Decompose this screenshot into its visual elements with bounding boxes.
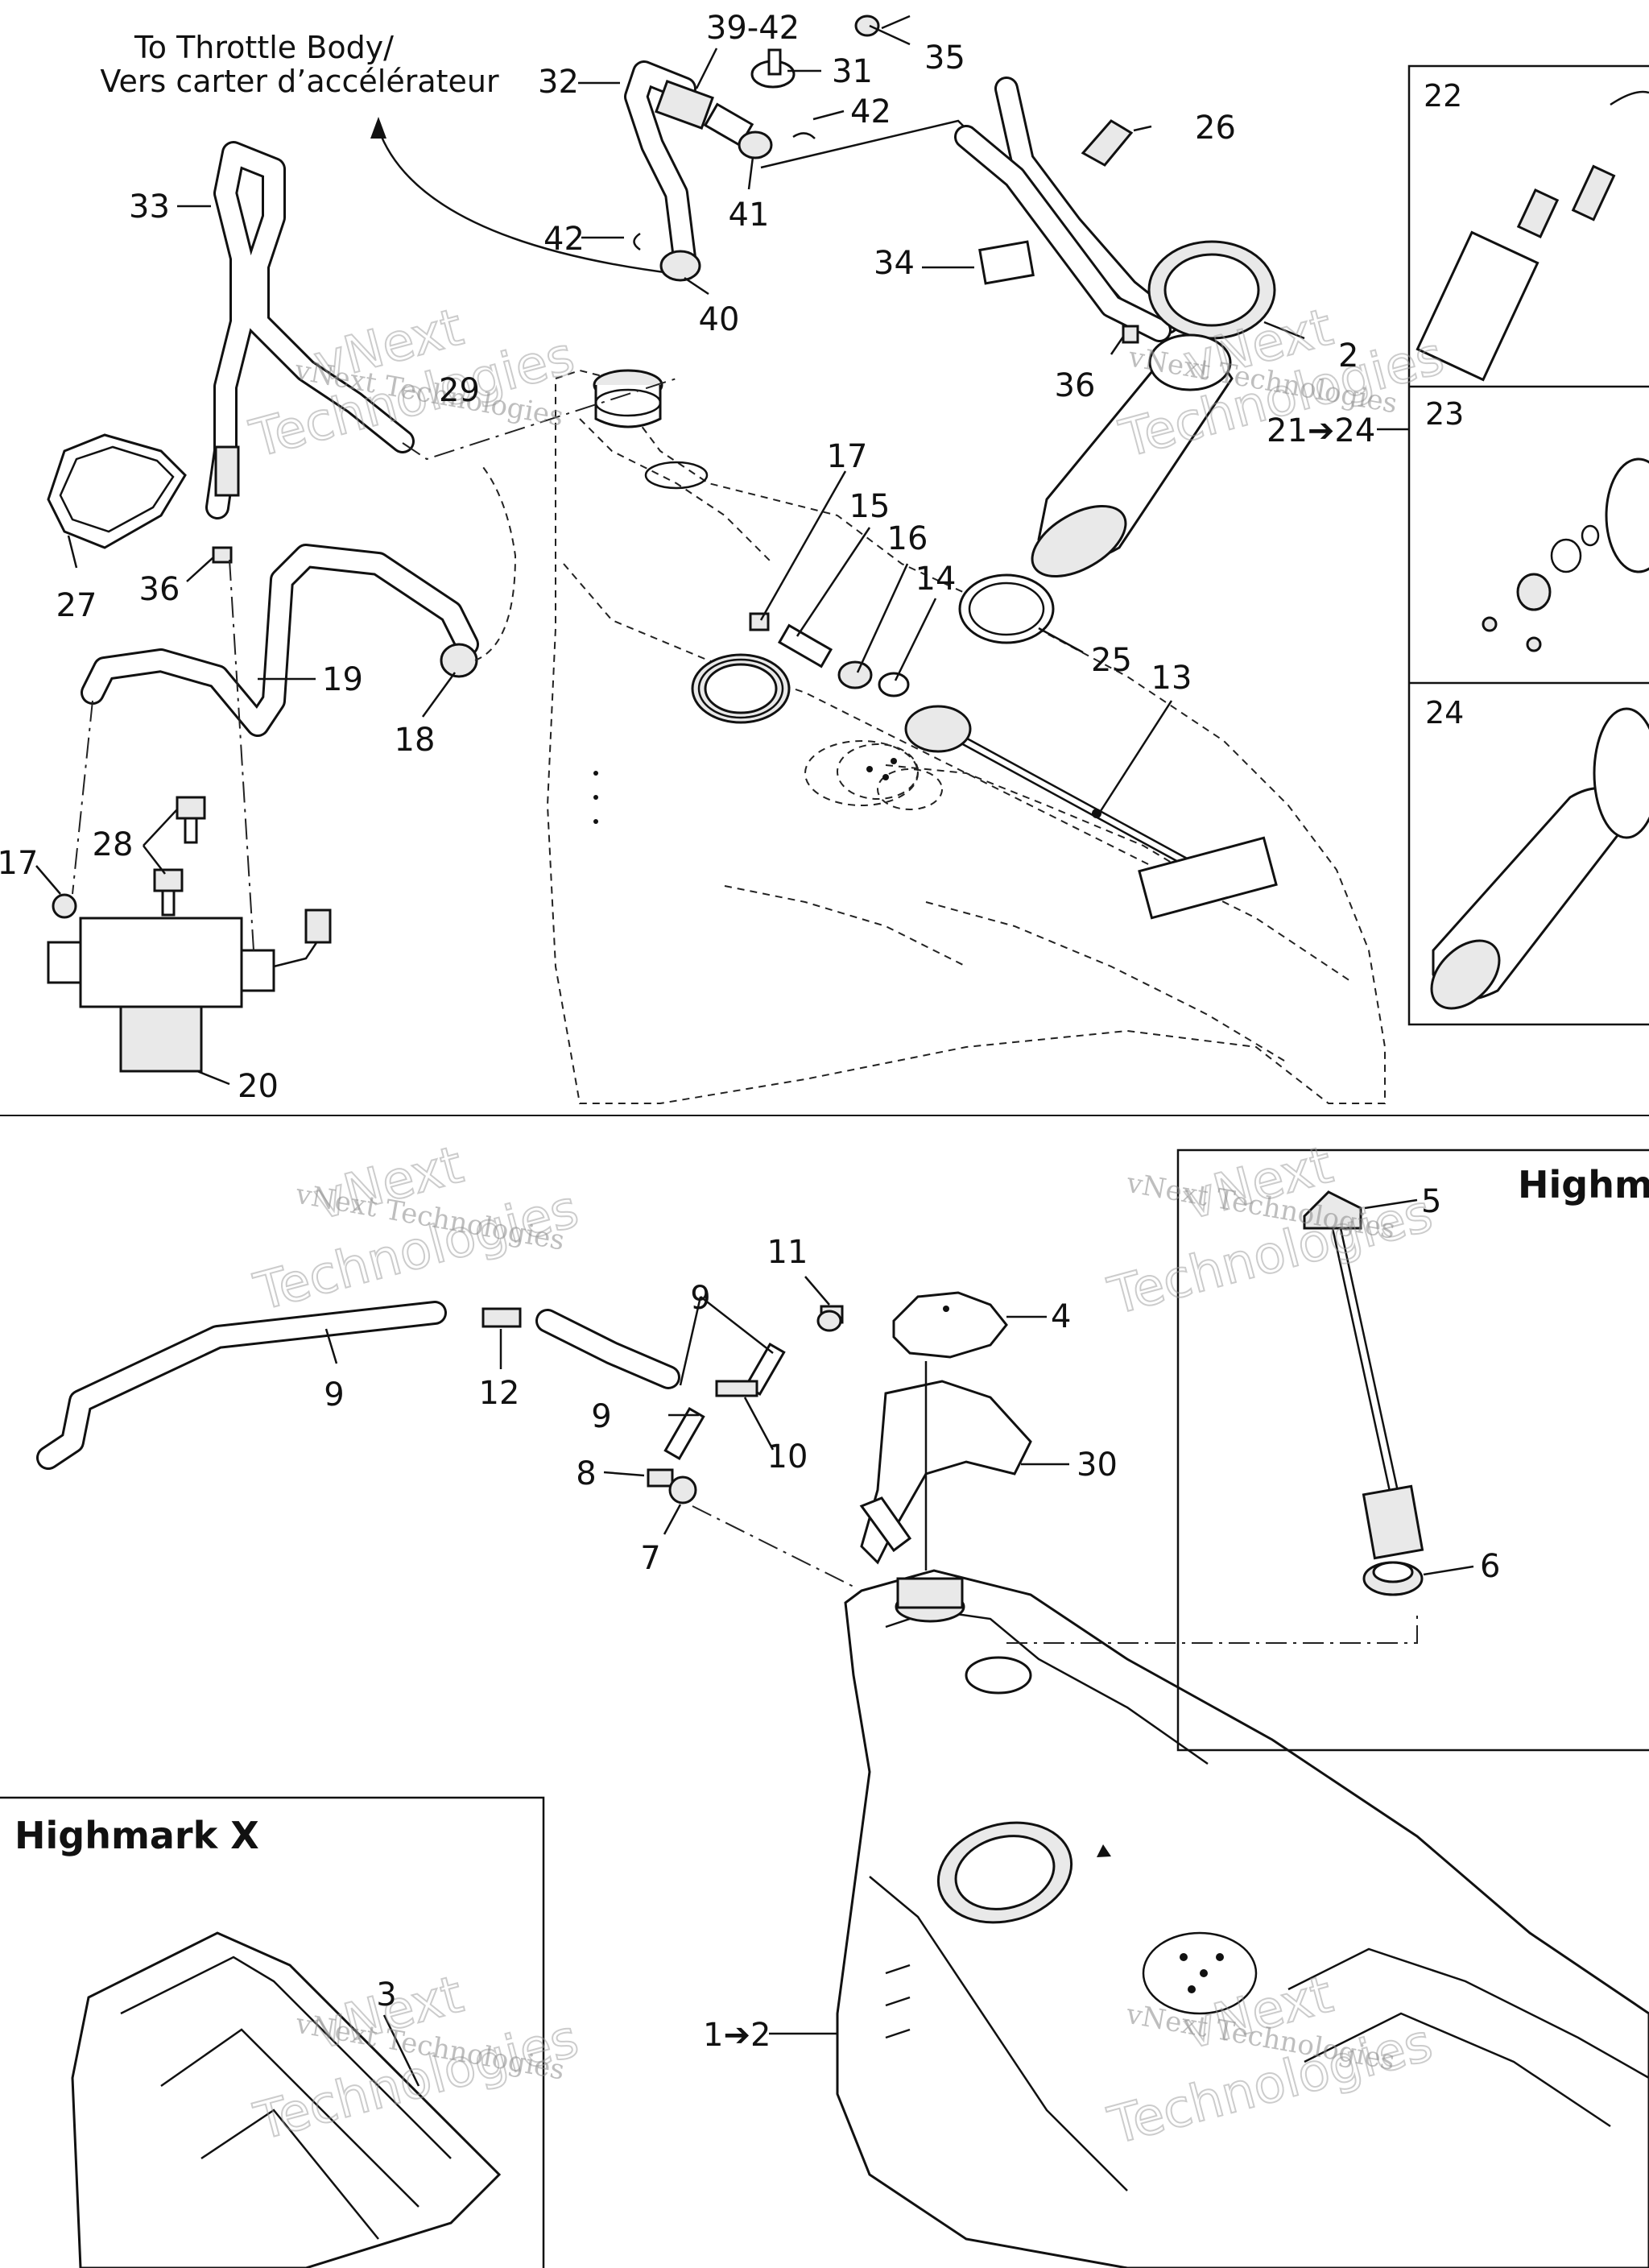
hose-alignment-line (402, 378, 677, 461)
callout-17-top: 17 (827, 438, 868, 475)
cap-35 (854, 14, 880, 37)
leader-lines (35, 14, 1474, 2087)
callout-13: 13 (1151, 660, 1192, 697)
fittings-14-17 (749, 612, 910, 697)
highmark-right-inset (1006, 1148, 1649, 1752)
vent-hose-9 (36, 1301, 844, 1470)
throttle-direction-curve (377, 128, 677, 275)
hose-26-line (954, 77, 1180, 342)
hose-19-connection-line (474, 466, 517, 661)
callout-9-top: 9 (690, 1280, 710, 1317)
fuel-pump-20 (47, 893, 332, 1073)
hose-33 (205, 141, 415, 519)
fuel-pump-module (1031, 240, 1276, 577)
inset-boxes (1407, 64, 1649, 1026)
callout-42-top: 42 (850, 93, 891, 130)
callout-14: 14 (915, 561, 957, 598)
inset-label-23: 23 (1425, 396, 1464, 432)
pump-alignment-line-1 (72, 700, 93, 895)
clip-42a (792, 132, 816, 139)
callout-4: 4 (1051, 1298, 1071, 1335)
seal-25 (958, 573, 1055, 644)
callout-10: 10 (767, 1438, 808, 1475)
callout-28: 28 (93, 826, 134, 863)
clamp-31 (750, 48, 796, 89)
callout-30: 30 (1077, 1446, 1118, 1484)
fuel-tank-bottom (836, 1569, 1649, 2268)
callout-15: 15 (849, 488, 891, 525)
part-34 (978, 240, 1035, 285)
part-36b (212, 546, 233, 564)
callout-29: 29 (439, 372, 480, 409)
callout-26: 26 (1195, 110, 1236, 147)
inset-label-22: 22 (1424, 78, 1462, 114)
bracket-30 (860, 1380, 1032, 1565)
callout-32: 32 (538, 64, 579, 101)
clip-42b (633, 232, 641, 251)
callout-41: 41 (729, 197, 770, 234)
callout-11: 11 (767, 1234, 808, 1271)
bracket-27 (47, 433, 187, 549)
hose-32 (624, 60, 773, 282)
callout-9-mid: 9 (591, 1398, 611, 1435)
callout-3: 3 (376, 1976, 396, 2013)
callout-36-left: 36 (139, 571, 180, 608)
fuel-cap-4 (892, 1291, 1008, 1359)
callout-36-right: 36 (1055, 367, 1096, 404)
highmark-right-title: Highm (1518, 1163, 1649, 1206)
fittings-7-8 (647, 1468, 697, 1504)
callout-25: 25 (1091, 642, 1132, 679)
callout-6: 6 (1480, 1548, 1500, 1585)
callout-31: 31 (832, 53, 873, 90)
callout-33: 33 (129, 188, 170, 226)
callout-5: 5 (1421, 1183, 1441, 1220)
callout-21-24: 21➔24 (1267, 412, 1375, 449)
callout-35: 35 (924, 39, 965, 77)
callout-8: 8 (576, 1455, 596, 1492)
callout-27: 27 (56, 587, 97, 624)
callout-7: 7 (640, 1540, 660, 1577)
callout-17-left: 17 (0, 845, 38, 882)
part-labels: 39-42 35 32 31 42 26 41 42 33 40 34 2 36… (0, 10, 1500, 2054)
callout-40: 40 (699, 301, 740, 338)
callout-9-left: 9 (324, 1376, 344, 1413)
hose-19 (81, 544, 479, 737)
vent-alignment-line (692, 1505, 854, 1587)
callout-42-left: 42 (543, 221, 585, 258)
inset-label-24: 24 (1425, 695, 1464, 730)
highmark-x-inset (0, 1796, 545, 2268)
callout-20: 20 (238, 1068, 279, 1105)
throttle-note-line2: Vers carter d’accélérateur (100, 64, 499, 99)
callout-34: 34 (874, 245, 915, 282)
callout-1-2: 1➔2 (703, 2017, 771, 2054)
callout-18: 18 (395, 722, 436, 759)
pump-alignment-line-2 (229, 559, 254, 951)
part-26 (1081, 119, 1134, 167)
callout-2: 2 (1338, 337, 1358, 375)
highmark-x-title: Highmark X (14, 1814, 259, 1857)
bolts-28 (153, 796, 206, 917)
callout-12: 12 (479, 1375, 520, 1412)
callout-19: 19 (322, 661, 363, 698)
throttle-note-line1: To Throttle Body/ (134, 30, 394, 65)
arrow-up-icon (370, 117, 386, 139)
fuel-tank-top (546, 369, 1386, 1104)
callout-16: 16 (887, 520, 928, 557)
callout-39-42: 39-42 (706, 10, 800, 47)
